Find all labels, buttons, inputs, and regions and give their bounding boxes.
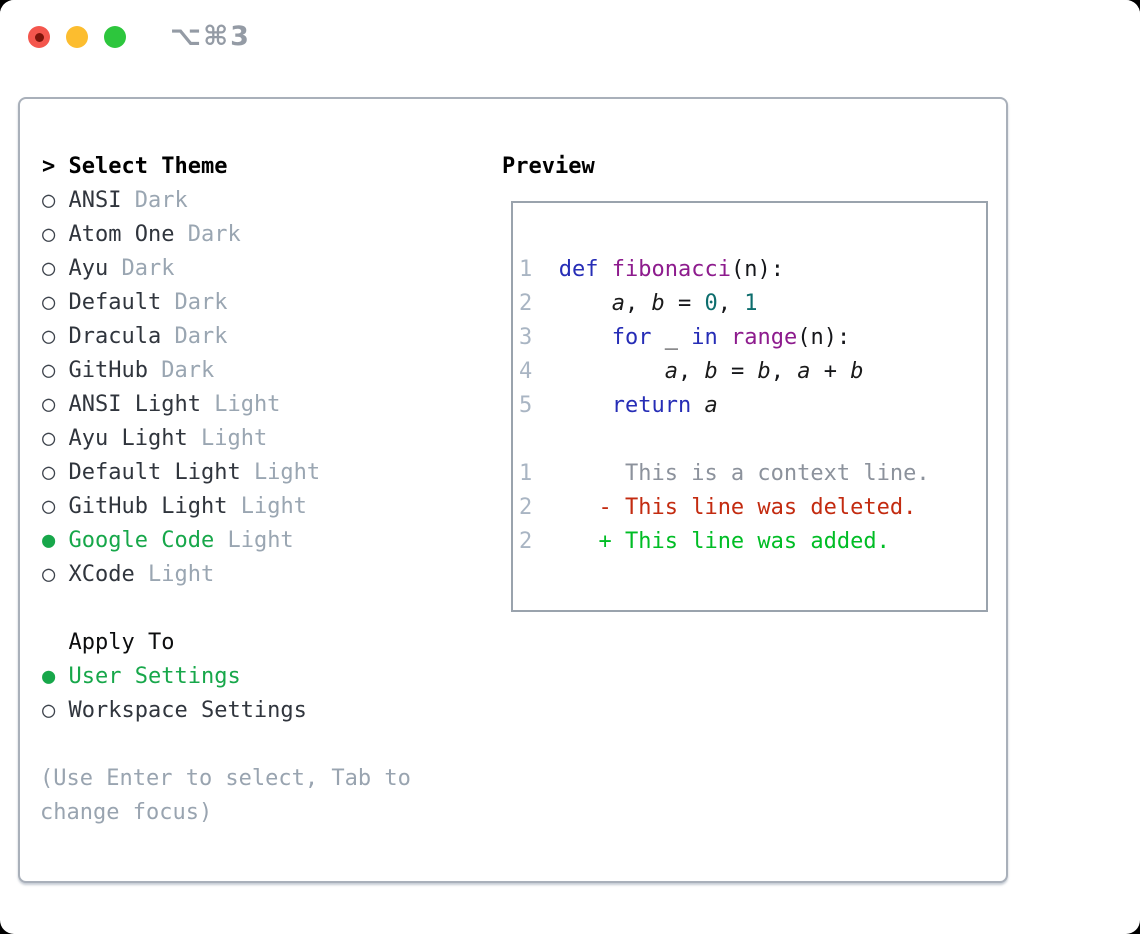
code-line: 1 def fibonacci(n): (519, 257, 784, 282)
theme-name: Ayu Light (68, 426, 188, 451)
theme-name: Google Code (68, 528, 215, 553)
theme-variant: Dark (187, 222, 241, 247)
apply-to-label: Apply To (68, 630, 175, 655)
theme-name: Dracula (68, 324, 162, 349)
apply-option-label: Workspace Settings (68, 698, 307, 723)
theme-option-default[interactable]: ○ Default Dark (42, 286, 320, 320)
theme-option-atom-one[interactable]: ○ Atom One Dark (42, 218, 320, 252)
radio-unselected-icon: ○ (42, 324, 56, 349)
radio-selected-icon: ● (42, 664, 56, 689)
theme-name: Default Light (68, 460, 241, 485)
theme-variant: Light (240, 494, 307, 519)
radio-unselected-icon: ○ (42, 562, 56, 587)
diff-line-context: 1 This is a context line. (519, 461, 930, 486)
apply-option-user-settings[interactable]: ● User Settings (42, 660, 307, 694)
keyboard-hint: (Use Enter to select, Tab to change focu… (40, 766, 411, 825)
select-theme-title: Select Theme (68, 154, 228, 179)
line-number: 1 (519, 257, 533, 282)
theme-option-github[interactable]: ○ GitHub Dark (42, 354, 320, 388)
theme-option-xcode[interactable]: ○ XCode Light (42, 558, 320, 592)
code-line: 4 a, b = b, a + b (519, 359, 864, 384)
line-number: 2 (519, 529, 533, 554)
radio-selected-icon: ● (42, 528, 56, 553)
theme-option-dracula[interactable]: ○ Dracula Dark (42, 320, 320, 354)
theme-variant: Light (214, 392, 281, 417)
diff-line-added: 2 + This line was added. (519, 529, 890, 554)
traffic-lights (28, 26, 126, 48)
line-number: 2 (519, 495, 533, 520)
theme-variant: Dark (121, 256, 175, 281)
window-title: ⌥⌘3 (170, 21, 251, 52)
line-number: 1 (519, 461, 533, 486)
theme-option-github-light[interactable]: ○ GitHub Light Light (42, 490, 320, 524)
radio-unselected-icon: ○ (42, 358, 56, 383)
close-button[interactable] (28, 26, 50, 48)
line-number: 3 (519, 325, 533, 350)
theme-name: XCode (68, 562, 135, 587)
radio-unselected-icon: ○ (42, 256, 56, 281)
blank-line (519, 423, 986, 457)
diff-line-deleted: 2 - This line was deleted. (519, 495, 917, 520)
apply-option-workspace-settings[interactable]: ○ Workspace Settings (42, 694, 307, 728)
selection-cursor-icon: > (42, 154, 56, 179)
theme-selector-panel: > Select Theme ○ ANSI Dark○ Atom One Dar… (18, 97, 1008, 883)
titlebar: ⌥⌘3 (0, 0, 1140, 75)
code-line: 2 a, b = 0, 1 (519, 291, 758, 316)
preview-title: Preview (502, 154, 595, 179)
theme-name: Default (68, 290, 162, 315)
radio-unselected-icon: ○ (42, 392, 56, 417)
theme-variant: Dark (161, 358, 215, 383)
unsaved-changes-dot (34, 32, 44, 42)
line-number: 2 (519, 291, 533, 316)
preview-box: 1 def fibonacci(n): 2 a, b = 0, 1 3 for _ … (511, 201, 988, 612)
theme-variant: Light (227, 528, 294, 553)
theme-variant: Dark (174, 324, 228, 349)
zoom-button[interactable] (104, 26, 126, 48)
code-preview: 1 def fibonacci(n): 2 a, b = 0, 1 3 for _ … (513, 203, 986, 559)
theme-name: GitHub Light (68, 494, 228, 519)
theme-variant: Light (253, 460, 321, 485)
line-number: 4 (519, 359, 533, 384)
radio-unselected-icon: ○ (42, 698, 56, 723)
theme-option-default-light[interactable]: ○ Default Light Light (42, 456, 320, 490)
theme-name: ANSI (68, 188, 122, 213)
theme-name: GitHub (68, 358, 148, 383)
theme-name: ANSI Light (68, 392, 201, 417)
theme-options: ○ ANSI Dark○ Atom One Dark○ Ayu Dark○ De… (42, 184, 320, 592)
apply-to-section: Apply To ● User Settings○ Workspace Sett… (42, 626, 307, 728)
theme-option-google-code[interactable]: ● Google Code Light (42, 524, 320, 558)
line-number: 5 (519, 393, 533, 418)
code-line: 3 for _ in range(n): (519, 325, 851, 350)
theme-variant: Light (200, 426, 268, 451)
apply-to-options: ● User Settings○ Workspace Settings (42, 660, 307, 728)
theme-option-ansi-light[interactable]: ○ ANSI Light Light (42, 388, 320, 422)
theme-list-header: > Select Theme (42, 150, 320, 184)
theme-list: > Select Theme ○ ANSI Dark○ Atom One Dar… (42, 150, 320, 592)
apply-option-label: User Settings (68, 664, 241, 689)
theme-option-ayu[interactable]: ○ Ayu Dark (42, 252, 320, 286)
radio-unselected-icon: ○ (42, 290, 56, 315)
radio-unselected-icon: ○ (42, 426, 56, 451)
radio-unselected-icon: ○ (42, 460, 56, 485)
radio-unselected-icon: ○ (42, 494, 56, 519)
minimize-button[interactable] (66, 26, 88, 48)
theme-name: Ayu (68, 256, 109, 281)
theme-variant: Dark (174, 290, 228, 315)
radio-unselected-icon: ○ (42, 188, 56, 213)
radio-unselected-icon: ○ (42, 222, 56, 247)
theme-variant: Light (147, 562, 215, 587)
theme-variant: Dark (134, 188, 188, 213)
theme-option-ayu-light[interactable]: ○ Ayu Light Light (42, 422, 320, 456)
code-line: 5 return a (519, 393, 718, 418)
theme-name: Atom One (68, 222, 175, 247)
theme-option-ansi[interactable]: ○ ANSI Dark (42, 184, 320, 218)
